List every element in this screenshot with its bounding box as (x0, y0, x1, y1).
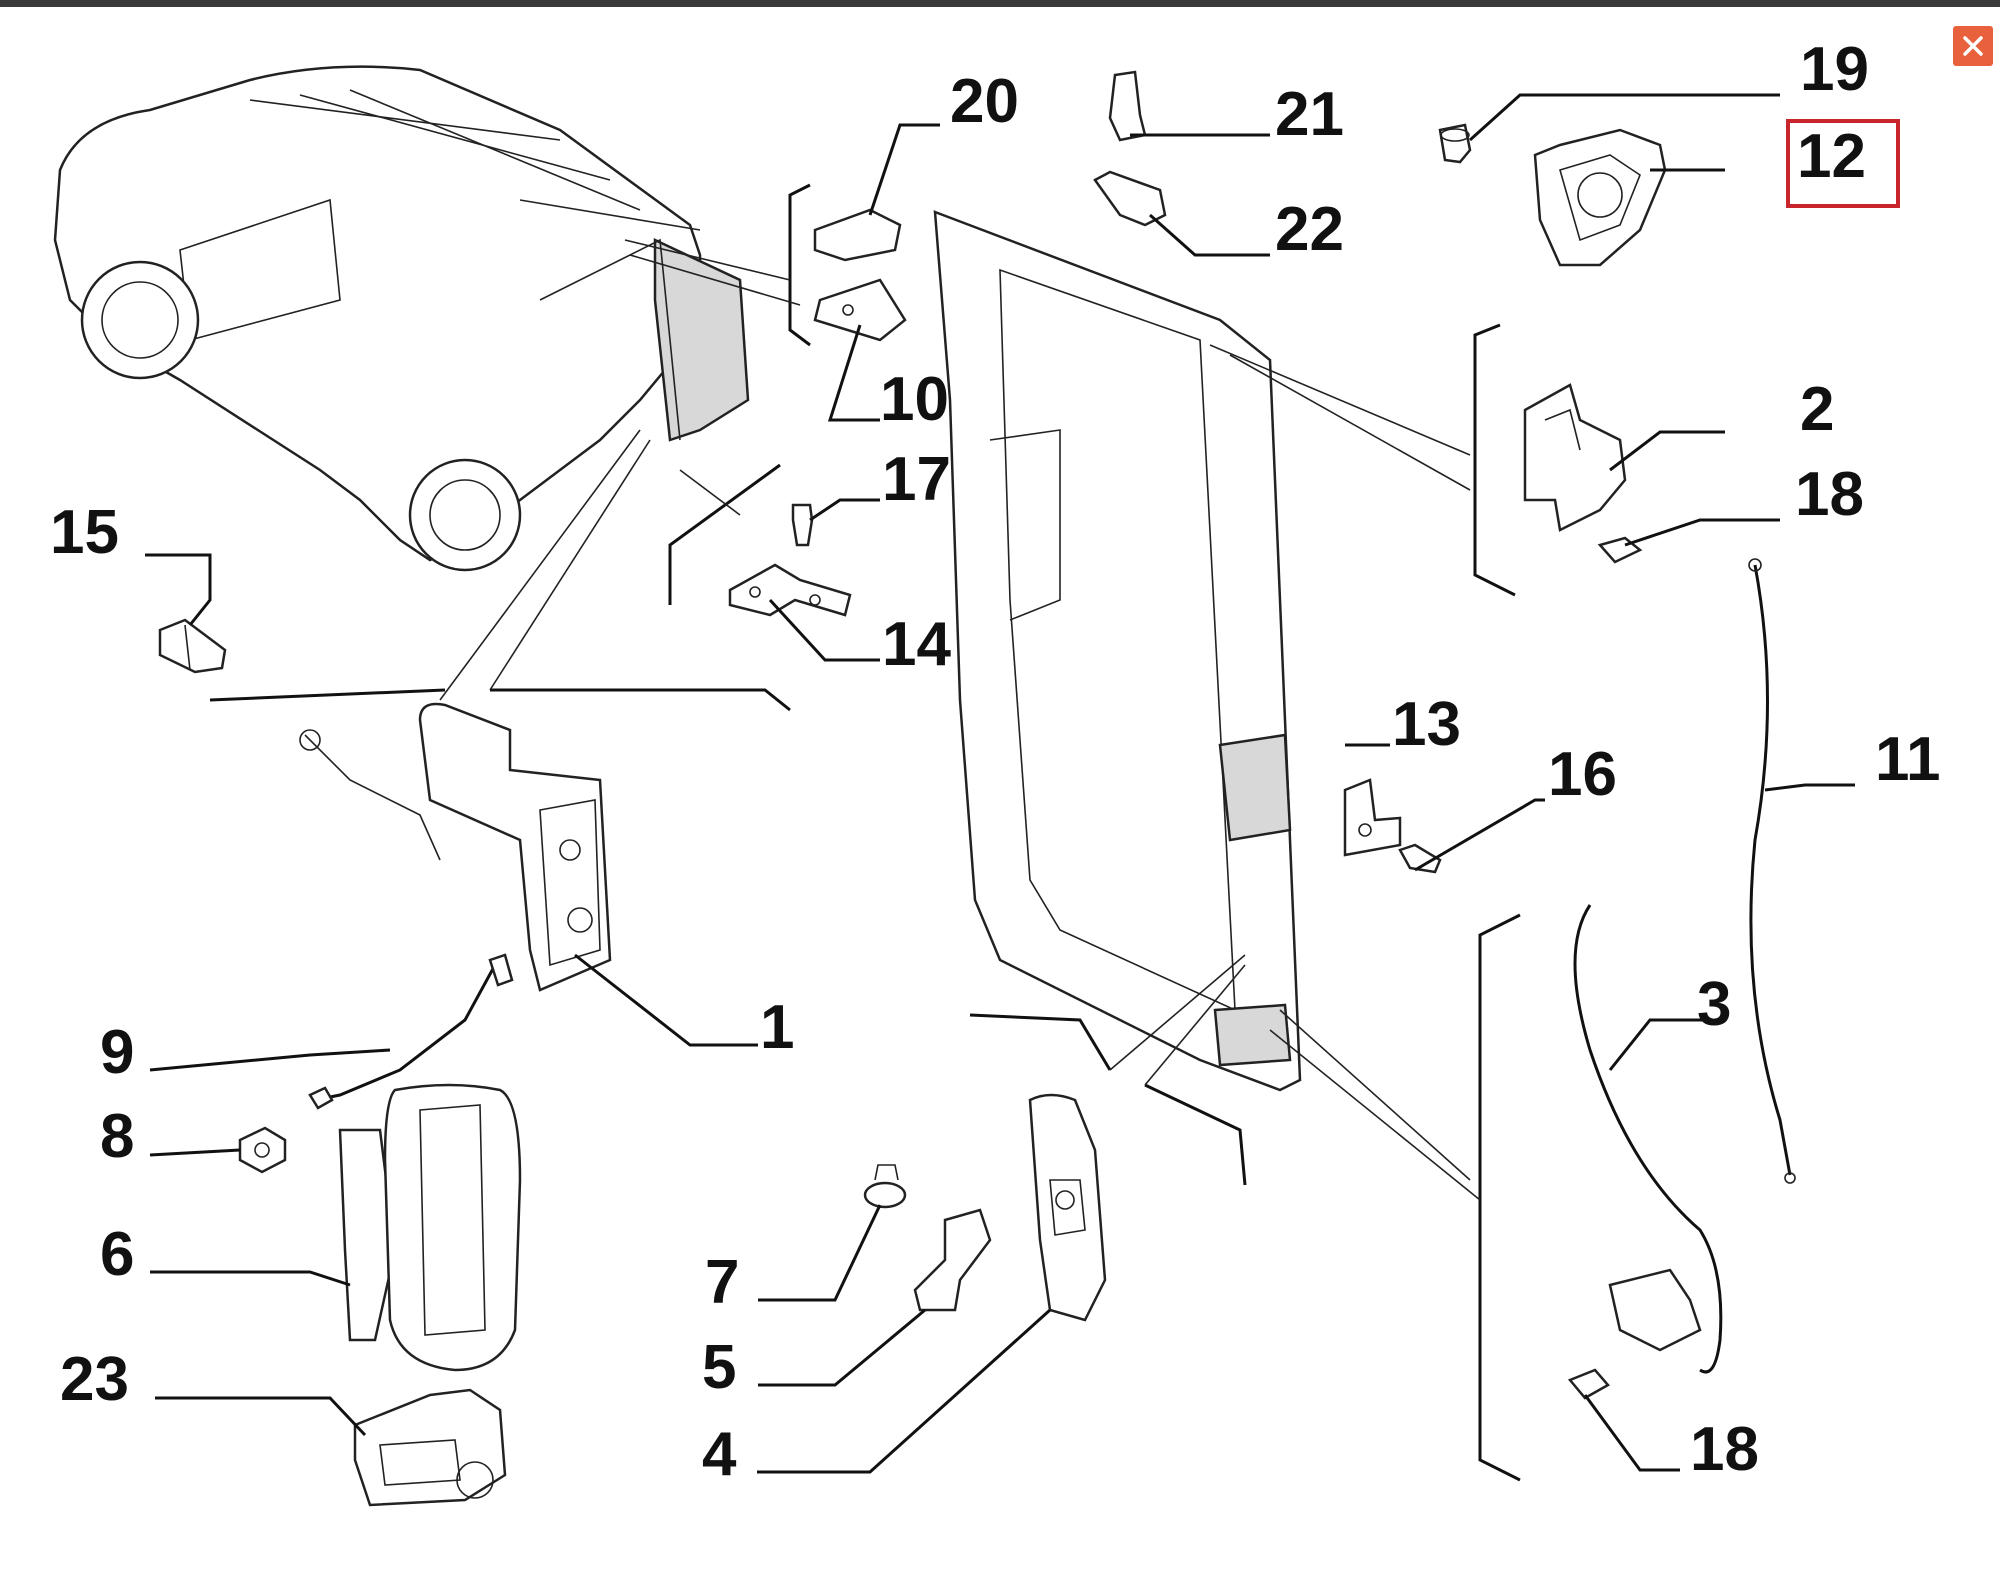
part-7-bump-stop (863, 1164, 907, 1209)
part-14-plate (728, 563, 852, 617)
callout-16: 16 (1548, 740, 1617, 809)
callout-22: 22 (1275, 195, 1344, 264)
close-button[interactable] (1953, 26, 1993, 66)
section-brackets (209, 183, 1521, 1482)
part-23-handle-base (353, 1388, 507, 1507)
leader-lines (145, 93, 1855, 1474)
callout-21: 21 (1275, 80, 1344, 149)
callout-5: 5 (702, 1333, 736, 1402)
callout-10: 10 (880, 365, 949, 434)
part-9-rod (308, 953, 514, 1110)
callout-13: 13 (1392, 690, 1461, 759)
part-12-inner-handle (1533, 128, 1667, 267)
callout-2: 2 (1800, 375, 1834, 444)
callout-23: 23 (60, 1345, 129, 1414)
callout-9: 9 (100, 1018, 134, 1087)
part-18-screw-bottom (1567, 1368, 1610, 1400)
callout-20: 20 (950, 67, 1019, 136)
callout-labels: 1 2 3 4 5 6 7 8 9 10 11 12 13 14 15 16 1… (50, 35, 1941, 1489)
callout-11: 11 (1875, 725, 1941, 794)
callout-1: 1 (760, 993, 794, 1062)
part-16-screw (1398, 843, 1442, 874)
callout-12: 12 (1797, 122, 1866, 191)
part-11-cable (1748, 558, 1796, 1184)
part-20-clip (813, 208, 902, 262)
part-8-nut (238, 1126, 287, 1174)
callout-6: 6 (100, 1220, 134, 1289)
callout-14: 14 (882, 610, 951, 679)
part-13-bracket (1343, 778, 1402, 857)
van-illustration (53, 65, 750, 572)
part-4-striker (1028, 1093, 1107, 1322)
part-3-cable-latch (1573, 904, 1723, 1374)
callout-19: 19 (1800, 35, 1869, 104)
part-5-link (913, 1208, 992, 1312)
callout-8: 8 (100, 1102, 134, 1171)
callout-7: 7 (705, 1248, 739, 1317)
callout-18-bottom: 18 (1690, 1415, 1759, 1484)
part-2-hinge (1523, 383, 1627, 532)
part-17-screw (791, 503, 814, 547)
part-19-clip (1438, 123, 1472, 164)
window-top-border (0, 0, 2000, 7)
callout-4: 4 (702, 1420, 737, 1489)
callout-12-highlight-box (1786, 119, 1900, 208)
part-15-bolt (158, 618, 227, 674)
part-1-door-lock (299, 702, 612, 992)
callout-17: 17 (882, 445, 951, 514)
part-10-bracket (813, 278, 907, 342)
part-22-pin (1093, 170, 1167, 227)
part-21-bolt (1108, 70, 1147, 142)
callout-3: 3 (1697, 970, 1731, 1039)
close-icon (1963, 36, 1983, 56)
rear-door-panel (933, 210, 1302, 1092)
callout-18-top: 18 (1795, 460, 1864, 529)
part-6-outer-handle (338, 1083, 522, 1372)
callout-15: 15 (50, 498, 119, 567)
